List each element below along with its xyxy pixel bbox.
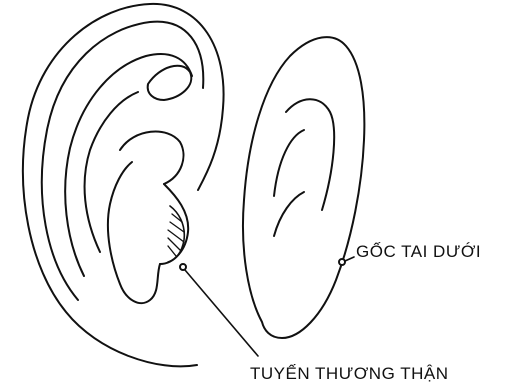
front-ear-tragus: [160, 184, 188, 264]
back-ear-lower-ridge: [274, 192, 304, 236]
back-ear-inner-fold: [286, 99, 334, 210]
lower-ear-root-leader: [345, 257, 354, 261]
front-ear-inner-helix: [42, 22, 203, 300]
front-ear-lobe: [108, 162, 160, 303]
lower-ear-root-label: GỐC TAI DƯỚI: [356, 243, 481, 260]
adrenal-hatch-area: [168, 206, 184, 262]
back-ear-ridge: [274, 130, 304, 196]
front-ear-concha: [120, 132, 183, 184]
front-ear-crus: [148, 66, 192, 100]
front-ear: [23, 4, 258, 366]
back-ear-outline: [243, 37, 364, 338]
adrenal-gland-label: TUYẾN THƯƠNG THẬN: [250, 365, 448, 382]
front-ear-antihelix-inner: [85, 92, 138, 252]
front-ear-helix: [23, 4, 224, 366]
back-ear: [243, 37, 364, 338]
adrenal-point-marker: [180, 264, 186, 270]
lower-ear-root-marker: [339, 259, 345, 265]
adrenal-leader-line: [185, 270, 258, 356]
